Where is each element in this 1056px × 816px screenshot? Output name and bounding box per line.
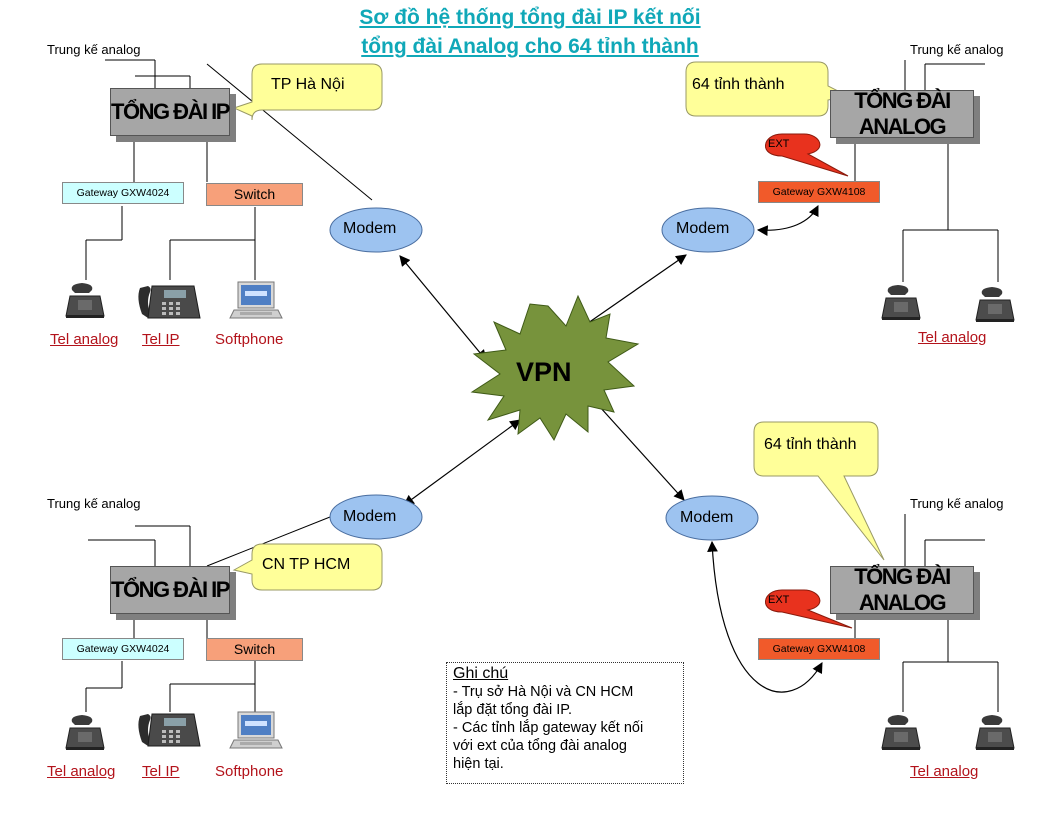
- tel-analog-label-top-right: Tel analog: [918, 329, 987, 346]
- top-right-wiring: [854, 60, 999, 282]
- vpn-starburst: [470, 294, 640, 442]
- analog-pbx-top-right: TỔNG ĐÀI ANALOG: [830, 88, 974, 139]
- callout-top-right-text: 64 tỉnh thành: [692, 76, 785, 93]
- modem-label-bottom-right: Modem: [680, 509, 734, 526]
- callout-top-right: [685, 61, 850, 117]
- callout-hanoi-text: TP Hà Nội: [271, 76, 345, 93]
- tel-analog-icon-br1: [881, 714, 921, 751]
- hcm-wiring: [85, 514, 336, 712]
- callout-hanoi: [232, 63, 383, 121]
- tel-analog-icon-tr1: [881, 284, 921, 321]
- modem-label-top-right: Modem: [676, 220, 730, 237]
- modems: [329, 207, 759, 541]
- tel-ip-label-hcm: Tel IP: [142, 763, 180, 780]
- softphone-icon-hanoi: [229, 281, 283, 319]
- modem-hanoi: [329, 207, 423, 253]
- callout-bottom-right: [753, 421, 885, 561]
- note-line-5: hiện tại.: [453, 756, 504, 772]
- note-line-3: - Các tỉnh lắp gateway kết nối: [453, 720, 644, 736]
- analog-pbx-bottom-right: TỔNG ĐÀI ANALOG: [830, 564, 974, 615]
- ext-bubble-bottom: [765, 589, 853, 629]
- tel-analog-label-hanoi: Tel analog: [50, 331, 119, 348]
- tel-ip-icon-hcm: [137, 713, 201, 747]
- trunk-label-top-right: Trung kế analog: [910, 42, 1004, 57]
- diagram-title-line2: tổng đài Analog cho 64 tỉnh thành: [361, 35, 699, 58]
- trunk-label-hanoi: Trung kế analog: [47, 42, 141, 57]
- tel-analog-label-hcm: Tel analog: [47, 763, 116, 780]
- trunk-label-bottom-right: Trung kế analog: [910, 496, 1004, 511]
- gateway-4024-hcm: Gateway GXW4024: [62, 638, 184, 660]
- vpn-label: VPN: [516, 357, 572, 387]
- note-box: Ghi chú - Trụ sở Hà Nội và CN HCM lắp đặ…: [446, 662, 684, 784]
- switch-hanoi: Switch: [206, 183, 303, 206]
- vpn-links: [399, 205, 823, 693]
- gateway-4024-hanoi: Gateway GXW4024: [62, 182, 184, 204]
- callouts: [232, 61, 885, 591]
- note-heading: Ghi chú: [453, 665, 509, 682]
- softphone-icon-hcm: [229, 711, 283, 749]
- ip-pbx-hcm: TỔNG ĐÀI IP: [110, 566, 230, 614]
- gateway-4108-bottom-right: Gateway GXW4108: [758, 638, 880, 660]
- softphone-label-hcm: Softphone: [215, 763, 284, 780]
- ext-bubbles: [765, 133, 853, 629]
- modem-top-right: [661, 207, 755, 253]
- tel-analog-icon-tr2: [975, 286, 1015, 323]
- diagram-title-line1: Sơ đồ hệ thống tổng đài IP kết nối: [359, 6, 701, 29]
- gateway-4108-top-right: Gateway GXW4108: [758, 181, 880, 203]
- callout-hcm-text: CN TP HCM: [262, 556, 351, 573]
- modem-label-hanoi: Modem: [343, 220, 397, 237]
- callout-hcm: [232, 543, 383, 591]
- switch-hcm: Switch: [206, 638, 303, 661]
- ip-pbx-hanoi: TỔNG ĐÀI IP: [110, 88, 230, 136]
- tel-ip-label-hanoi: Tel IP: [142, 331, 180, 348]
- ext-label-bottom: EXT: [768, 594, 790, 606]
- trunk-label-hcm: Trung kế analog: [47, 496, 141, 511]
- note-line-2: lắp đặt tổng đài IP.: [453, 702, 573, 718]
- tel-analog-icon-hcm: [65, 714, 105, 751]
- hanoi-wiring: [85, 59, 373, 280]
- callout-bottom-right-text: 64 tỉnh thành: [764, 436, 857, 453]
- modem-hcm: [329, 494, 423, 540]
- note-line-4: với ext của tổng đài analog: [453, 738, 627, 754]
- ext-bubble-top: [765, 133, 849, 177]
- bottom-right-wiring: [854, 514, 999, 712]
- tel-analog-icon-br2: [975, 714, 1015, 751]
- ext-label-top: EXT: [768, 138, 790, 150]
- tel-analog-icon-hanoi: [65, 282, 105, 319]
- tel-ip-icon-hanoi: [137, 285, 201, 319]
- tel-analog-label-bottom-right: Tel analog: [910, 763, 979, 780]
- modem-bottom-right: [665, 495, 759, 541]
- note-line-1: - Trụ sở Hà Nội và CN HCM: [453, 684, 634, 700]
- modem-label-hcm: Modem: [343, 508, 397, 525]
- softphone-label-hanoi: Softphone: [215, 331, 284, 348]
